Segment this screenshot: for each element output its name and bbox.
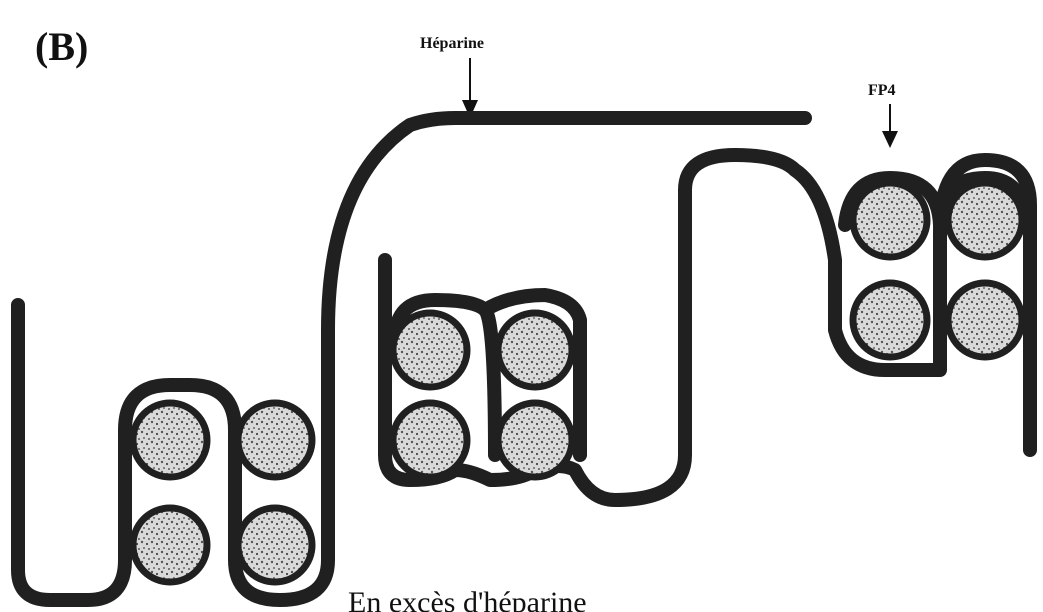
pf4-arrow-head xyxy=(882,131,898,148)
pf4-label: FP4 xyxy=(868,82,896,99)
nucleosome-group-middle xyxy=(393,313,572,477)
nucleosome-core xyxy=(133,403,207,477)
nucleosome-core xyxy=(498,403,572,477)
caption: En excès d'héparine xyxy=(348,586,587,612)
panel-label: (B) xyxy=(35,24,88,69)
nucleosome-core xyxy=(948,183,1022,257)
nucleosome-core xyxy=(393,313,467,387)
nucleosome-core xyxy=(498,313,572,387)
nucleosome-group-left xyxy=(133,403,312,582)
nucleosome-core xyxy=(853,183,927,257)
nucleosome-core xyxy=(948,283,1022,357)
nucleosome-core xyxy=(238,508,312,582)
nucleosome-core xyxy=(853,283,927,357)
nucleosome-core xyxy=(133,508,207,582)
nucleosome-core xyxy=(393,403,467,477)
heparin-label: Héparine xyxy=(420,35,484,52)
nucleosome-core xyxy=(238,403,312,477)
